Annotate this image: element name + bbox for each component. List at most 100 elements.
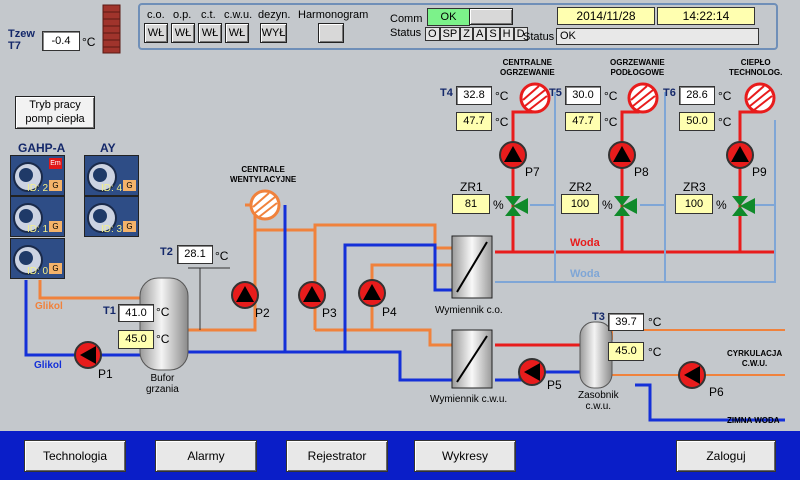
unit-id: ID: 0 <box>27 266 49 277</box>
valve-zr1 <box>505 196 528 216</box>
mode-dezyn-label: dezyn. <box>258 9 291 21</box>
pump-p1 <box>74 341 102 369</box>
comm-blank-button[interactable] <box>469 8 513 25</box>
p7-label: P7 <box>525 165 540 179</box>
woda-label-return: Woda <box>570 268 600 280</box>
zr2-label: ZR2 <box>569 180 592 194</box>
pump-p6 <box>678 361 706 389</box>
p8-label: P8 <box>634 165 649 179</box>
wymiennik-co-label: Wymiennik c.o. <box>435 305 503 316</box>
gas-badge: G <box>49 221 62 232</box>
centrale-went-label: CENTRALE WENTYLACYJNE <box>230 165 297 184</box>
zr1-unit: % <box>493 198 504 212</box>
t1-setpoint[interactable]: 45.0 <box>118 330 154 349</box>
bufor-label: Bufor grzania <box>146 373 179 395</box>
mode-cwu-button[interactable]: WŁ <box>225 23 249 43</box>
status-letters: O SP Z A S H D <box>425 27 528 41</box>
t5-bottom-unit: °C <box>604 115 618 129</box>
status-z: Z <box>460 27 473 41</box>
mode-dezyn-button[interactable]: WYŁ <box>260 23 287 43</box>
zr1-label: ZR1 <box>460 180 483 194</box>
t4-bottom-unit: °C <box>495 115 509 129</box>
status-sp: SP <box>439 27 461 41</box>
zr1-value[interactable]: 81 <box>452 194 490 214</box>
p1-label: P1 <box>98 367 113 381</box>
nav-zaloguj-button[interactable]: Zaloguj <box>676 440 776 472</box>
status2-value: OK <box>556 28 759 45</box>
t6-top-value: 28.6 <box>679 86 715 105</box>
tzew-value: -0.4 <box>42 31 80 51</box>
nav-technologia-button[interactable]: Technologia <box>24 440 126 472</box>
t3-top-value: 39.7 <box>608 313 644 331</box>
tzew-label: Tzew T7 <box>8 28 35 52</box>
comm-ok: OK <box>427 8 470 26</box>
glikol-label-return: Glikol <box>34 360 62 371</box>
coil-ct <box>744 82 776 114</box>
nav-wykresy-button[interactable]: Wykresy <box>414 440 516 472</box>
zr3-value[interactable]: 100 <box>675 194 713 214</box>
zr3-unit: % <box>716 198 727 212</box>
t1-label: T1 <box>103 305 116 317</box>
woda-label-supply: Woda <box>570 237 600 249</box>
bufor-tank <box>139 277 189 371</box>
t4-setpoint[interactable]: 47.7 <box>456 112 492 131</box>
date-display: 2014/11/28 <box>557 7 655 25</box>
t5-top-unit: °C <box>604 89 618 103</box>
mode-op-button[interactable]: WŁ <box>171 23 195 43</box>
t2-label: T2 <box>160 246 173 258</box>
t4-top-value: 32.8 <box>456 86 492 105</box>
harmonogram-button[interactable] <box>318 23 344 43</box>
status-h: H <box>499 27 514 41</box>
t1-top-unit: °C <box>156 305 170 319</box>
t5-setpoint[interactable]: 47.7 <box>565 112 601 131</box>
t4-top-unit: °C <box>495 89 509 103</box>
p9-label: P9 <box>752 165 767 179</box>
status-o: O <box>425 27 440 41</box>
mode-ct-button[interactable]: WŁ <box>198 23 222 43</box>
mode-co-label: c.o. <box>147 9 165 21</box>
status-d: D <box>513 27 528 41</box>
zr2-value[interactable]: 100 <box>561 194 599 214</box>
nav-alarmy-button[interactable]: Alarmy <box>155 440 257 472</box>
nav-bar <box>0 431 800 480</box>
nav-rejestrator-button[interactable]: Rejestrator <box>286 440 388 472</box>
pump-p7 <box>499 141 527 169</box>
t3-label: T3 <box>592 311 605 323</box>
unit-id: ID: 4 <box>101 183 123 194</box>
dial-icon <box>87 203 117 233</box>
pump-p9 <box>726 141 754 169</box>
t5-label: T5 <box>549 87 562 99</box>
cieplo-tech-label: CIEPŁO TECHNOLOG. <box>729 58 783 77</box>
mode-ct-label: c.t. <box>201 9 216 21</box>
coil-op <box>627 82 659 114</box>
gahp-title: GAHP-A <box>18 141 66 155</box>
t3-top-unit: °C <box>648 315 662 329</box>
p3-label: P3 <box>322 306 337 320</box>
pump-p4 <box>358 279 386 307</box>
tzew-unit: °C <box>82 35 96 49</box>
t6-top-unit: °C <box>718 89 732 103</box>
zasobnik-label: Zasobnik c.w.u. <box>578 390 619 412</box>
t3-setpoint[interactable]: 45.0 <box>608 342 644 361</box>
coil-co <box>519 82 551 114</box>
zr2-unit: % <box>602 198 613 212</box>
mode-co-button[interactable]: WŁ <box>144 23 168 43</box>
t6-setpoint[interactable]: 50.0 <box>679 112 715 131</box>
gas-badge: G <box>49 180 62 191</box>
pump-p3 <box>298 281 326 309</box>
unit-id: ID: 2 <box>27 183 49 194</box>
dial-icon <box>13 203 43 233</box>
p2-label: P2 <box>255 306 270 320</box>
mode-op-label: o.p. <box>173 9 192 21</box>
zimna-woda-label: ZIMNA WODA <box>727 416 780 425</box>
t1-bottom-unit: °C <box>156 332 170 346</box>
p6-label: P6 <box>709 385 724 399</box>
dial-icon <box>87 162 117 192</box>
tryb-pracy-button[interactable]: Tryb pracy pomp ciepła <box>15 96 95 129</box>
